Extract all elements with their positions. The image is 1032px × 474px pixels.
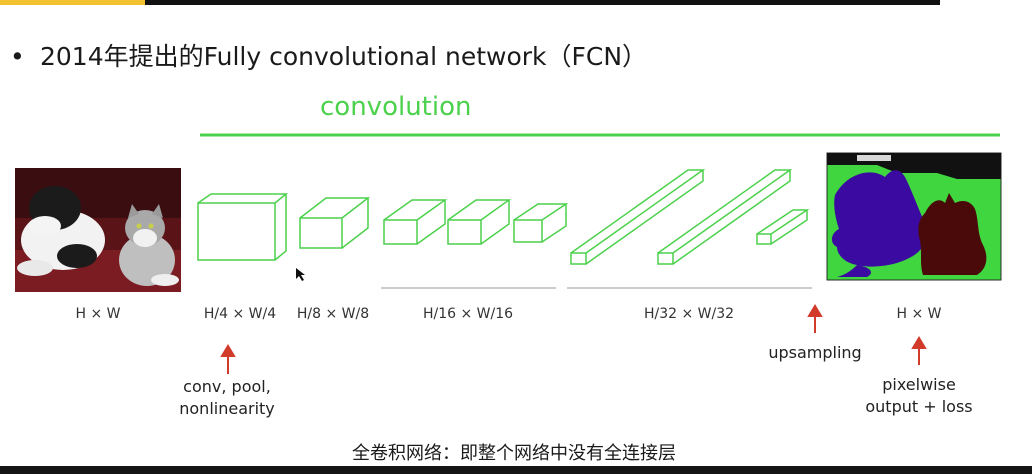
- conv-note-line2: nonlinearity: [179, 399, 275, 418]
- pixelwise-output-note: pixelwise output + loss: [865, 374, 972, 418]
- output-note-line2: output + loss: [865, 397, 973, 416]
- heading-text: 2014年提出的Fully convolutional network（FCN）: [40, 42, 648, 71]
- stage-label-h32: H/32 × W/32: [643, 306, 735, 322]
- conv-pool-note: conv, pool, nonlinearity: [179, 376, 275, 420]
- heading-row: • 2014年提出的Fully convolutional network（FCN…: [10, 42, 647, 72]
- feature-block-h32-c: [756, 209, 810, 245]
- bottom-bar: [0, 466, 1032, 474]
- convolution-label: convolution: [320, 92, 472, 122]
- input-image: [15, 168, 181, 292]
- feature-block-h8: [299, 197, 371, 249]
- stage-label-input: H × W: [75, 306, 121, 322]
- stage-label-h16: H/16 × W/16: [422, 306, 514, 322]
- feature-block-h16-b: [447, 199, 512, 245]
- arrow-pixelwise-output: [911, 336, 927, 365]
- top-bar: [0, 0, 940, 5]
- top-accent-bar: [0, 0, 145, 5]
- conv-note-line1: conv, pool,: [183, 377, 271, 396]
- stage-label-output: H × W: [896, 306, 942, 322]
- stage-label-h4: H/4 × W/4: [203, 306, 277, 322]
- feature-block-h4: [197, 193, 289, 261]
- mouse-cursor-icon: [296, 268, 305, 281]
- stage-label-h8: H/8 × W/8: [296, 306, 370, 322]
- upsampling-note: upsampling: [768, 343, 862, 362]
- arrow-conv-pool: [220, 344, 236, 374]
- bullet-icon: •: [10, 42, 25, 71]
- arrow-upsampling: [807, 304, 823, 333]
- segmentation-output-image: [826, 152, 1002, 281]
- feature-block-h16-a: [383, 199, 448, 245]
- output-note-line1: pixelwise: [882, 375, 956, 394]
- feature-block-h32-b: [657, 169, 793, 265]
- feature-block-h32-a: [570, 169, 706, 265]
- slide-caption: 全卷积网络：即整个网络中没有全连接层: [352, 443, 676, 464]
- feature-block-h16-c: [513, 203, 569, 243]
